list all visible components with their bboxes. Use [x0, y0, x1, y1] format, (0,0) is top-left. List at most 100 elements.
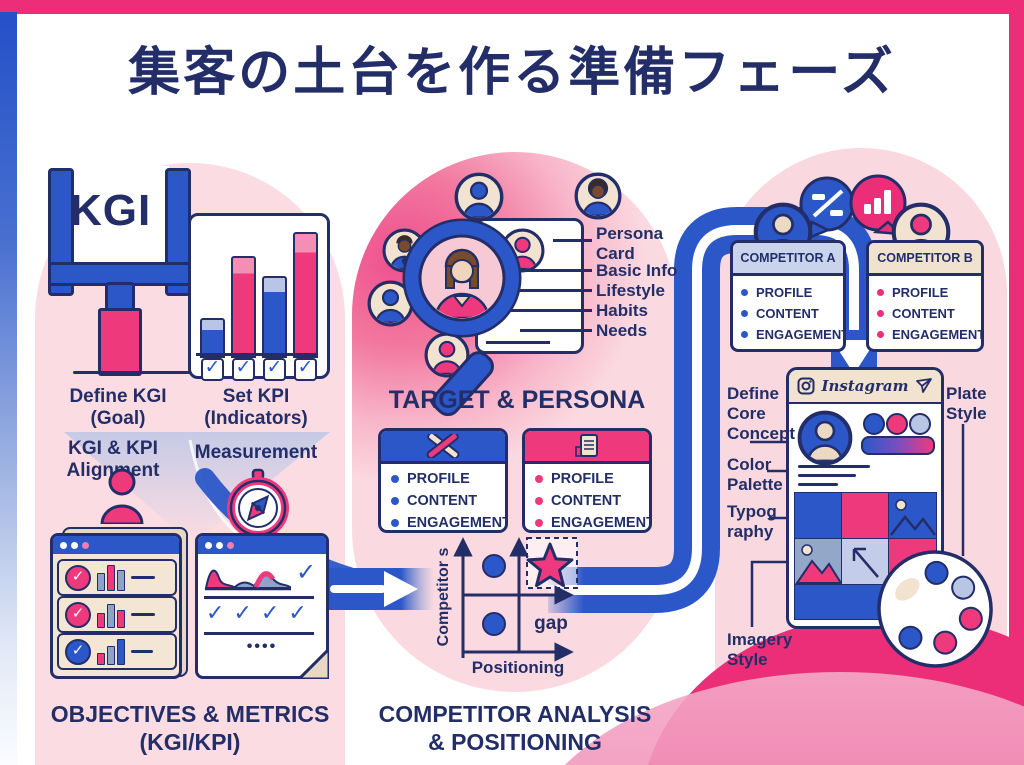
check-circle-icon: ✓ [65, 638, 91, 665]
grid-cell-mountain [888, 492, 937, 540]
caption-define-kgi: Define KGI (Goal) [69, 386, 167, 430]
label-plate-style: Plate Style [946, 384, 987, 424]
instagram-camera-icon [797, 377, 815, 395]
folded-corner [299, 649, 329, 679]
x-axis-label: Positioning [472, 658, 565, 677]
list-item: CONTENT [535, 493, 649, 509]
list-item: CONTENT [391, 493, 505, 509]
competitor-a-header: COMPETITOR A [733, 243, 843, 276]
mini-bar-chart-icon [97, 638, 125, 665]
grid-cell-arrow [841, 538, 890, 586]
label-typography: Typog raphy [727, 502, 777, 542]
list-item: PROFILE [877, 285, 981, 300]
check-circle-icon: ✓ [65, 564, 91, 591]
label-imagery-style: Imagery Style [727, 630, 793, 670]
frame-left-strip [0, 12, 17, 765]
goalpost-crossbar [48, 262, 191, 286]
caption-set-kpi: Set KPI (Indicators) [204, 386, 308, 430]
kgi-label: KGI [70, 186, 152, 235]
metric-row: ✓ [57, 596, 177, 633]
persona-section-title: TARGET & PERSONA [388, 386, 646, 414]
list-item: ENGAGEMENT [535, 515, 649, 530]
paint-palette-icon [877, 550, 993, 668]
label-persona-card: Persona Card [596, 224, 664, 264]
list-item: ENGAGEMENT [877, 327, 981, 342]
card-header [381, 431, 505, 464]
person-icon [100, 468, 144, 524]
ellipsis-dots: •••• [246, 638, 278, 655]
analysis-card-tools: PROFILE CONTENT ENGAGEMENT [378, 428, 508, 533]
window-titlebar [198, 536, 326, 554]
list-item: ENGAGEMENT [391, 515, 505, 530]
kgi-goalpost-board [66, 166, 169, 278]
metric-row: ✓ [57, 633, 177, 670]
kpi-bar-3 [262, 276, 287, 358]
kpi-bar-2 [231, 256, 256, 358]
caption-measurement: Measurement [194, 442, 318, 463]
competitor-dot [482, 612, 506, 636]
profile-avatar [797, 410, 853, 466]
analysis-card-report: PROFILE CONTENT ENGAGEMENT [522, 428, 652, 533]
label-color-palette: Color Palette [727, 455, 783, 495]
kpi-baseline [196, 353, 318, 356]
list-item: CONTENT [741, 306, 843, 321]
window-titlebar [53, 536, 179, 554]
instagram-header: Instagram [789, 370, 941, 404]
send-icon [916, 378, 932, 393]
checkbox-icon: ✓ [263, 358, 286, 381]
highlight-dot [863, 413, 885, 435]
ground-line [73, 371, 191, 374]
goalpost-base [98, 308, 142, 376]
grid-cell-mountain [794, 538, 843, 586]
chart-bubble-icon [849, 174, 907, 236]
label-basic-info: Basic Info [596, 261, 678, 280]
instagram-wordmark: Instagram [821, 377, 909, 395]
list-item: ENGAGEMENT [741, 327, 843, 342]
page-title: 集客の土台を作る準備フェーズ [128, 43, 896, 103]
check-icon: ✓ [296, 559, 317, 586]
objectives-section-title: OBJECTIVES & METRICS (KGI/KPI) [50, 701, 330, 756]
right-arrow-icon [384, 571, 418, 607]
label-habits: Habits [596, 301, 648, 320]
grid-cell [794, 492, 843, 540]
check-circle-icon: ✓ [65, 601, 91, 628]
highlight-dot [886, 413, 908, 435]
brand-star-icon [526, 542, 574, 588]
gap-highlight-box [526, 537, 578, 589]
kpi-bar-4 [293, 232, 318, 358]
compass-icon [227, 468, 289, 538]
checkbox-icon: ✓ [201, 358, 224, 381]
trend-area-chart-icon [204, 569, 291, 591]
checkbox-icon: ✓ [294, 358, 317, 381]
highlight-dot [909, 413, 931, 435]
magnifier-persona-icon [402, 218, 522, 417]
mini-bar-chart-icon [97, 602, 125, 628]
competitor-section-title: COMPETITOR ANALYSIS & POSITIONING [378, 701, 652, 756]
kpi-bar-1 [200, 318, 225, 358]
list-item: PROFILE [741, 285, 843, 300]
checkbox-icon: ✓ [232, 358, 255, 381]
list-item: PROFILE [535, 471, 649, 487]
competitor-dot [482, 554, 506, 578]
list-item: PROFILE [391, 471, 505, 487]
label-lifestyle: Lifestyle [596, 281, 665, 300]
clipboard2-card: ✓ ✓✓✓✓ •••• [195, 533, 329, 679]
metric-row: ✓ [57, 559, 177, 596]
gap-label: gap [534, 613, 568, 634]
mini-bar-chart-icon [97, 564, 125, 591]
frame-top-strip [0, 0, 1024, 14]
list-item: CONTENT [877, 306, 981, 321]
crossed-tools-icon [426, 434, 460, 458]
check-row: ✓✓✓✓ [206, 600, 316, 625]
label-define-core-concept: Define Core Concept [727, 384, 795, 444]
grid-cell [841, 492, 890, 540]
clipboard1-card: ✓ ✓ ✓ [50, 533, 182, 679]
competitor-b-card: COMPETITOR B PROFILE CONTENT ENGAGEMENT [866, 240, 984, 352]
card-header [525, 431, 649, 464]
caption-alignment: KGI & KPI Alignment [66, 438, 160, 482]
competitor-a-card: COMPETITOR A PROFILE CONTENT ENGAGEMENT [730, 240, 846, 352]
competitor-b-header: COMPETITOR B [869, 243, 981, 276]
positioning-chart: gap Competitor s Positioning [435, 537, 578, 677]
label-needs: Needs [596, 321, 648, 340]
